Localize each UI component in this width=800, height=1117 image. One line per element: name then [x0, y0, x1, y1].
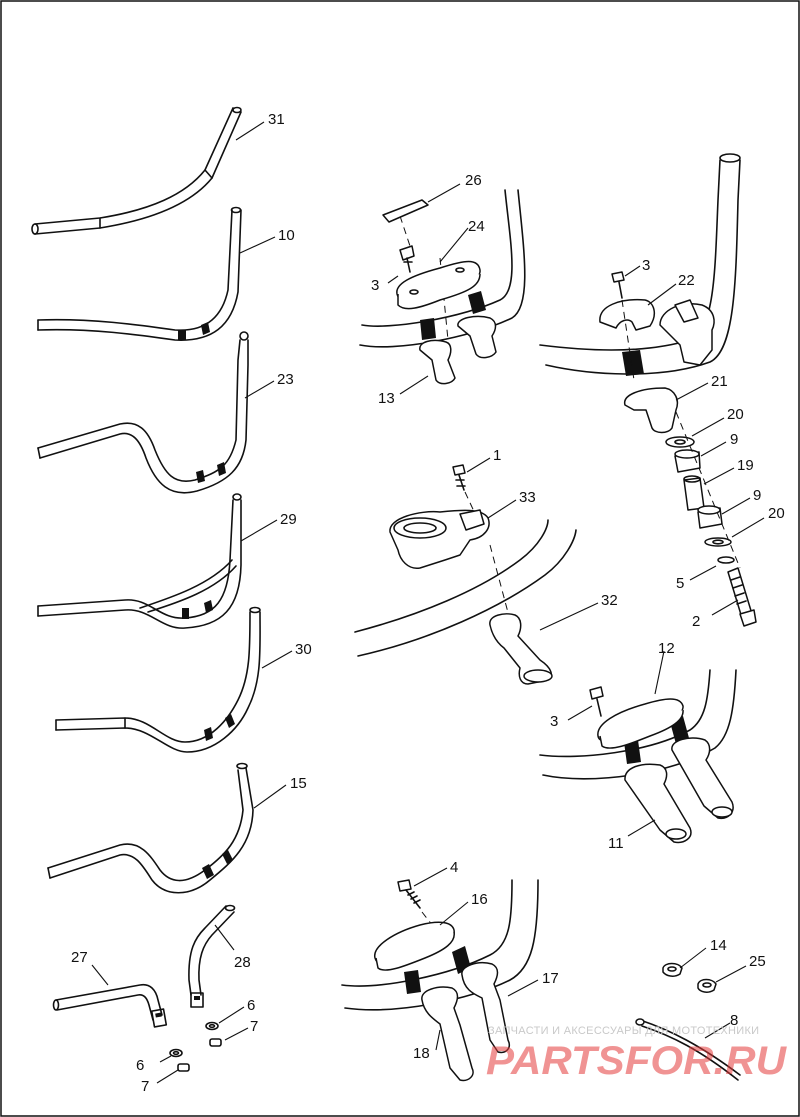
callout-25: 25 — [749, 953, 766, 970]
ferrule-7-lower — [177, 1063, 190, 1072]
handlebar-29 — [37, 493, 242, 629]
callout-4: 4 — [450, 859, 458, 876]
clamp-25 — [697, 978, 717, 993]
callout-28: 28 — [234, 954, 251, 971]
callout-6-lower: 6 — [136, 1057, 144, 1074]
watermark-logo: PARTSFOR.RU — [486, 1039, 787, 1083]
callout-1: 1 — [493, 447, 501, 464]
handlebar-30 — [55, 606, 261, 753]
callout-20-lower: 20 — [768, 505, 785, 522]
callout-20-upper: 20 — [727, 406, 744, 423]
callout-24: 24 — [468, 218, 485, 235]
watermark-tagline: ЗАПЧАСТИ И АКСЕССУАРЫ ДЛЯ МОТОТЕХНИКИ — [488, 1025, 759, 1037]
callout-7-upper: 7 — [250, 1018, 258, 1035]
callout-10: 10 — [278, 227, 295, 244]
callout-31: 31 — [268, 111, 285, 128]
callout-33: 33 — [519, 489, 536, 506]
riser-assembly-22-21 — [539, 153, 757, 627]
callout-32: 32 — [601, 592, 618, 609]
ferrule-7-upper — [209, 1038, 222, 1047]
handlebar-15 — [47, 762, 254, 894]
callout-27: 27 — [71, 949, 88, 966]
callout-9-lower: 9 — [753, 487, 761, 504]
riser-assembly-16-17-18 — [341, 879, 539, 1082]
callout-19: 19 — [737, 457, 754, 474]
handlebar-28 — [188, 904, 236, 1008]
callout-14: 14 — [710, 937, 727, 954]
callout-17: 17 — [542, 970, 559, 987]
callout-3-right: 3 — [642, 257, 650, 274]
callout-29: 29 — [280, 511, 297, 528]
callout-8: 8 — [730, 1012, 738, 1029]
callout-3-top: 3 — [371, 277, 379, 294]
callout-15: 15 — [290, 775, 307, 792]
callout-3-mid: 3 — [550, 713, 558, 730]
clamp-14 — [662, 962, 683, 977]
watermark: ЗАПЧАСТИ И АКСЕССУАРЫ ДЛЯ МОТОТЕХНИКИ PA… — [486, 1025, 787, 1083]
callout-16: 16 — [471, 891, 488, 908]
callout-5: 5 — [676, 575, 684, 592]
callout-22: 22 — [678, 272, 695, 289]
callout-13: 13 — [378, 390, 395, 407]
handlebar-10 — [37, 206, 242, 341]
callout-30: 30 — [295, 641, 312, 658]
callout-labels: 31 10 23 29 30 15 27 28 6 7 6 7 26 24 3 … — [71, 111, 785, 1095]
callout-23: 23 — [277, 371, 294, 388]
cable-strap-8 — [635, 1018, 741, 1081]
callout-11: 11 — [608, 835, 624, 852]
handlebar-31 — [31, 106, 242, 235]
callout-18: 18 — [413, 1045, 430, 1062]
nut-6-lower — [169, 1048, 183, 1058]
callout-26: 26 — [465, 172, 482, 189]
callout-2: 2 — [692, 613, 700, 630]
handlebar-27 — [52, 983, 168, 1028]
callout-21: 21 — [711, 373, 728, 390]
callout-9-upper: 9 — [730, 431, 738, 448]
callout-12: 12 — [658, 640, 675, 657]
riser-assembly-33-32 — [354, 464, 577, 685]
callout-7-lower: 7 — [141, 1078, 149, 1095]
riser-assembly-24-13 — [359, 189, 526, 385]
callout-6-upper: 6 — [247, 997, 255, 1014]
riser-assembly-12-11 — [539, 669, 737, 844]
nut-6-upper — [205, 1021, 219, 1031]
leader-lines — [91, 121, 765, 1084]
handlebar-23 — [37, 331, 249, 494]
